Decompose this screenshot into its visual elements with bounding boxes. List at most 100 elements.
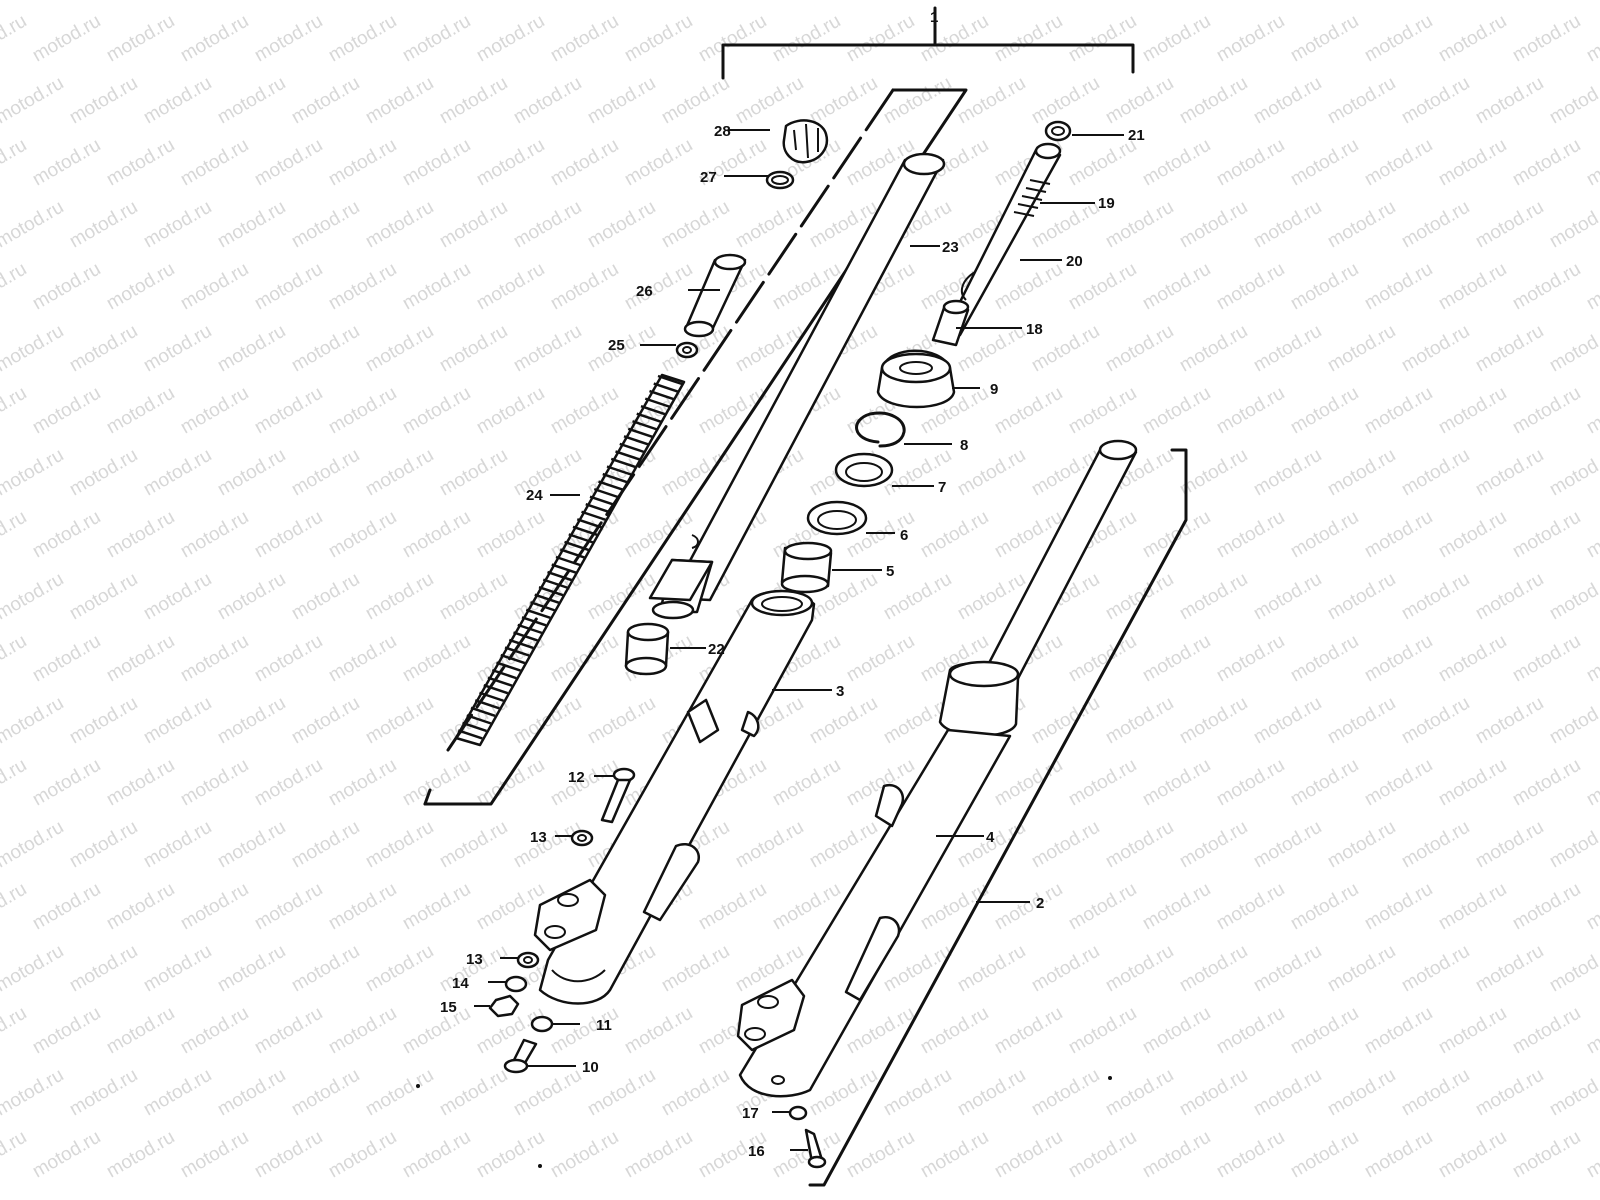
watermark-text: motod.ru	[1472, 817, 1547, 873]
watermark-text: motod.ru	[251, 631, 326, 687]
watermark-text: motod.ru	[473, 11, 548, 67]
label-4: 4	[986, 829, 995, 846]
watermark-text: motod.ru	[1139, 383, 1214, 439]
watermark-text: motod.ru	[1435, 507, 1510, 563]
watermark-text: motod.ru	[1361, 1003, 1436, 1059]
watermark-text: motod.ru	[473, 1127, 548, 1183]
watermark-text: motod.ru	[140, 1065, 215, 1121]
watermark-text: motod.ru	[436, 693, 511, 749]
watermark-text: motod.ru	[1583, 879, 1600, 935]
watermark-text: motod.ru	[325, 755, 400, 811]
watermark-text: motod.ru	[1176, 321, 1251, 377]
watermark-text: motod.ru	[1509, 631, 1584, 687]
watermark-text: motod.ru	[66, 0, 141, 4]
watermark-text: motod.ru	[954, 941, 1029, 997]
damper-rod	[648, 152, 946, 620]
watermark-text: motod.ru	[177, 259, 252, 315]
watermark-text: motod.ru	[1028, 941, 1103, 997]
label-19: 19	[1098, 195, 1115, 212]
watermark-text: motod.ru	[399, 755, 474, 811]
watermark-text: motod.ru	[547, 259, 622, 315]
watermark-text: motod.ru	[1250, 941, 1325, 997]
watermark-text: motod.ru	[1435, 631, 1510, 687]
watermark-text: motod.ru	[325, 631, 400, 687]
watermark-text: motod.ru	[1361, 1127, 1436, 1183]
label-9: 9	[990, 381, 998, 398]
watermark-text: motod.ru	[1398, 1065, 1473, 1121]
watermark-text: motod.ru	[29, 507, 104, 563]
assembly-bracket-2	[808, 448, 1188, 1187]
watermark-text: motod.ru	[1361, 755, 1436, 811]
watermark-text: motod.ru	[140, 693, 215, 749]
watermark-text: motod.ru	[1065, 11, 1140, 67]
watermark-text: motod.ru	[177, 135, 252, 191]
watermark-text: motod.ru	[0, 11, 30, 67]
watermark-text: motod.ru	[399, 1127, 474, 1183]
watermark-text: motod.ru	[658, 0, 733, 4]
watermark-text: motod.ru	[1102, 569, 1177, 625]
snap-ring	[855, 411, 906, 448]
inner-group-frame	[423, 88, 968, 806]
right-drain-bolt	[804, 1128, 827, 1169]
watermark-text: motod.ru	[140, 569, 215, 625]
watermark-text: motod.ru	[1065, 383, 1140, 439]
watermark-text: motod.ru	[1250, 0, 1325, 4]
watermark-text: motod.ru	[1472, 321, 1547, 377]
watermark-text: motod.ru	[1509, 1127, 1584, 1183]
watermark-text: motod.ru	[1102, 817, 1177, 873]
watermark-text: motod.ru	[1324, 73, 1399, 129]
watermark-text: motod.ru	[362, 941, 437, 997]
watermark-text: motod.ru	[214, 693, 289, 749]
watermark-text: motod.ru	[991, 383, 1066, 439]
label-2: 2	[1036, 895, 1044, 912]
watermark-text: motod.ru	[1509, 755, 1584, 811]
watermark-text: motod.ru	[1065, 1127, 1140, 1183]
watermark-text: motod.ru	[1139, 879, 1214, 935]
watermark-text: motod.ru	[288, 445, 363, 501]
watermark-text: motod.ru	[1361, 507, 1436, 563]
watermark-text: motod.ru	[29, 879, 104, 935]
scan-specks	[416, 1076, 1112, 1168]
watermark-text: motod.ru	[0, 1003, 30, 1059]
watermark-text: motod.ru	[584, 569, 659, 625]
watermark-text: motod.ru	[917, 879, 992, 935]
watermark-text: motod.ru	[1287, 755, 1362, 811]
watermark-text: motod.ru	[843, 11, 918, 67]
spring-washer	[675, 341, 699, 359]
watermark-text: motod.ru	[1324, 1065, 1399, 1121]
watermark-text: motod.ru	[362, 693, 437, 749]
watermark-text: motod.ru	[1472, 197, 1547, 253]
watermark-text: motod.ru	[1509, 507, 1584, 563]
nut	[488, 994, 520, 1018]
watermark-text: motod.ru	[103, 1003, 178, 1059]
watermark-text: motod.ru	[1176, 1065, 1251, 1121]
watermark-text: motod.ru	[325, 879, 400, 935]
watermark-text: motod.ru	[1028, 817, 1103, 873]
watermark-text: motod.ru	[1102, 73, 1177, 129]
watermark-text: motod.ru	[1546, 941, 1600, 997]
watermark-text: motod.ru	[1139, 135, 1214, 191]
watermark-text: motod.ru	[1546, 693, 1600, 749]
watermark-text: motod.ru	[362, 569, 437, 625]
watermark-text: motod.ru	[0, 73, 67, 129]
label-13b: 13	[466, 951, 483, 968]
watermark-text: motod.ru	[1435, 879, 1510, 935]
watermark-text: motod.ru	[769, 755, 844, 811]
label-10: 10	[582, 1059, 599, 1076]
watermark-text: motod.ru	[177, 11, 252, 67]
watermark-text: motod.ru	[1324, 941, 1399, 997]
watermark-text: motod.ru	[1546, 445, 1600, 501]
watermark-text: motod.ru	[288, 73, 363, 129]
watermark-text: motod.ru	[140, 0, 215, 4]
watermark-text: motod.ru	[1435, 11, 1510, 67]
watermark-text: motod.ru	[177, 755, 252, 811]
watermark-text: motod.ru	[1139, 1003, 1214, 1059]
watermark-text: motod.ru	[1287, 1127, 1362, 1183]
watermark-text: motod.ru	[214, 569, 289, 625]
watermark-text: motod.ru	[1139, 11, 1214, 67]
watermark-text: motod.ru	[251, 1003, 326, 1059]
watermark-text: motod.ru	[1398, 445, 1473, 501]
watermark-text: motod.ru	[510, 1065, 585, 1121]
watermark-text: motod.ru	[1139, 631, 1214, 687]
dust-seal	[876, 349, 956, 409]
